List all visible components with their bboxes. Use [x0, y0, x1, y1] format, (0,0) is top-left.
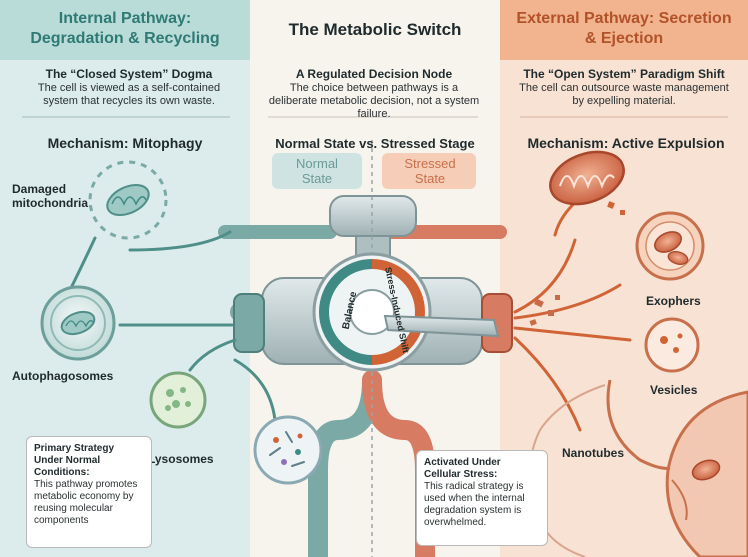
states-heading: Normal State vs. Stressed Stage: [275, 136, 475, 151]
left-intro: The “Closed System” Dogma The cell is vi…: [30, 67, 228, 108]
right-note-body: This radical strategy is used when the i…: [424, 481, 525, 528]
lysosomes-label: Lysosomes: [148, 452, 214, 466]
switch-dial: [312, 252, 500, 372]
center-subtitle: A Regulated Decision Node: [295, 67, 453, 81]
vesicles-label: Vesicles: [650, 383, 698, 397]
right-connectors: [513, 196, 632, 432]
left-header-band: [0, 0, 250, 60]
exophers-label: Exophers: [646, 294, 701, 308]
left-connectors: [68, 230, 277, 422]
exopher-illustration: [635, 211, 705, 281]
right-note-title: Activated Under Cellular Stress:: [424, 457, 501, 480]
debris-illustration: [529, 295, 560, 326]
nanotubes-label: Nanotubes: [562, 446, 625, 460]
nanotube-cells-illustration: [529, 379, 748, 557]
left-header-title: Internal Pathway: Degradation & Recyclin…: [30, 10, 220, 47]
left-mechanism: Mechanism: Mitophagy: [47, 135, 203, 151]
autophagosomes-label: Autophagosomes: [12, 369, 114, 383]
expelled-mitochondrion-illustration: [549, 150, 625, 215]
right-header-band: [500, 0, 748, 60]
damaged-mitochondria-illustration: [88, 160, 168, 240]
left-description: The cell is viewed as a self-contained s…: [37, 82, 221, 107]
right-description: The cell can outsource waste management …: [519, 82, 729, 107]
degradation-vesicle-illustration: [253, 415, 323, 485]
normal-state-label: Normal State: [296, 156, 338, 186]
left-note-box: Primary Strategy Under Normal Conditions…: [26, 436, 152, 548]
stressed-state-label: Stressed State: [404, 156, 456, 186]
left-subtitle: The “Closed System” Dogma: [45, 67, 213, 81]
right-header: External Pathway: Secretion & Ejection: [500, 0, 748, 60]
left-note-body: This pathway promotes metabolic economy …: [34, 479, 138, 526]
left-header: Internal Pathway: Degradation & Recyclin…: [0, 0, 250, 60]
vesicle-illustration: [644, 317, 700, 373]
right-subtitle: The “Open System” Paradigm Shift: [523, 67, 725, 81]
lysosome-illustration: [149, 371, 207, 429]
center-description: The choice between pathways is a deliber…: [268, 82, 480, 120]
left-note-title: Primary Strategy Under Normal Conditions…: [34, 443, 115, 478]
right-header-title: External Pathway: Secretion & Ejection: [516, 10, 732, 47]
right-mechanism: Mechanism: Active Expulsion: [527, 135, 725, 151]
autophagosome-illustration: [40, 285, 116, 361]
center-intro: A Regulated Decision Node The choice bet…: [266, 67, 482, 121]
normal-state-pill: [272, 153, 362, 189]
right-note-box: Activated Under Cellular Stress: This ra…: [416, 450, 548, 546]
center-title: The Metabolic Switch: [288, 20, 462, 39]
right-intro: The “Open System” Paradigm Shift The cel…: [516, 67, 732, 108]
damaged-mitochondria-label: Damaged mitochondria: [12, 182, 89, 210]
stressed-state-pill: [382, 153, 476, 189]
